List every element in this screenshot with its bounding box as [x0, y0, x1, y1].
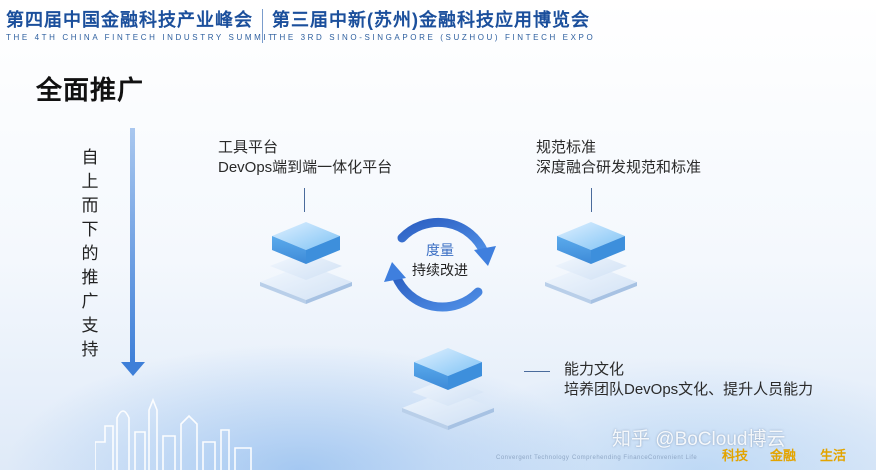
- footer-item: Convergent Technology: [496, 455, 570, 461]
- vertical-char: 持: [81, 340, 99, 359]
- vertical-char: 而: [81, 196, 99, 215]
- vertical-char: 上: [81, 172, 99, 191]
- vertical-char: 推: [81, 268, 99, 287]
- watermark: 知乎 @BoCloud博云: [612, 429, 786, 450]
- summit-header: 第四届中国金融科技产业峰会 THE 4TH CHINA FINTECH INDU…: [6, 6, 276, 42]
- footer-item: Comprehending Finance: [572, 455, 649, 461]
- tools-desc: DevOps端到端一体化平台: [218, 159, 393, 176]
- vertical-char: 自: [81, 148, 99, 167]
- vertical-char: 的: [81, 244, 99, 263]
- culture-connector: [524, 371, 550, 372]
- vertical-char: 支: [81, 316, 99, 335]
- city-skyline-icon: [95, 397, 252, 470]
- culture-title: 能力文化: [564, 361, 625, 378]
- standards-connector: [591, 188, 592, 212]
- down-arrow-icon: [121, 362, 145, 376]
- culture-desc: 培养团队DevOps文化、提升人员能力: [564, 381, 814, 398]
- footer-item: Convenient Life: [648, 455, 698, 461]
- standards-desc: 深度融合研发规范和标准: [536, 159, 702, 176]
- summit-subtitle: THE 4TH CHINA FINTECH INDUSTRY SUMMIT: [6, 33, 276, 42]
- header-divider: [262, 9, 263, 43]
- down-arrow-shaft: [130, 128, 135, 364]
- cycle-line1: 度量: [426, 242, 454, 258]
- summit-title: 第四届中国金融科技产业峰会: [6, 10, 253, 30]
- vertical-label: 自 上 而 下 的 推 广 支 持: [78, 146, 102, 362]
- expo-title: 第三届中新(苏州)金融科技应用博览会: [272, 10, 590, 30]
- tools-connector: [304, 188, 305, 212]
- tools-title: 工具平台: [218, 139, 279, 156]
- footer-tag: 科技: [722, 448, 749, 463]
- footer-tag: 金融: [770, 448, 797, 463]
- isometric-cube-icon: [402, 348, 494, 430]
- footer-tag: 生活: [820, 448, 847, 463]
- isometric-cube-icon: [260, 222, 352, 304]
- standards-block-text: 规范标准 深度融合研发规范和标准: [536, 138, 701, 178]
- expo-header: 第三届中新(苏州)金融科技应用博览会 THE 3RD SINO-SINGAPOR…: [272, 6, 595, 42]
- slide-title: 全面推广: [36, 75, 145, 105]
- vertical-char: 下: [81, 220, 99, 239]
- cycle-arrows-icon: [384, 217, 496, 312]
- vertical-char: 广: [81, 292, 99, 311]
- cycle-line2: 持续改进: [412, 262, 468, 278]
- isometric-cube-icon: [545, 222, 637, 304]
- standards-title: 规范标准: [536, 139, 597, 156]
- culture-block-text: 能力文化 培养团队DevOps文化、提升人员能力: [564, 360, 813, 400]
- tools-block-text: 工具平台 DevOps端到端一体化平台: [218, 138, 392, 178]
- expo-subtitle: THE 3RD SINO-SINGAPORE (SUZHOU) FINTECH …: [272, 33, 596, 42]
